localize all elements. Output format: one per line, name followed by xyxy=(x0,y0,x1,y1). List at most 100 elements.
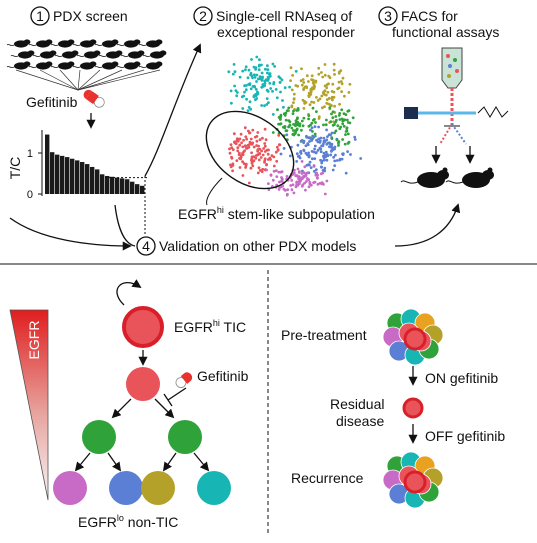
tsne-point xyxy=(302,81,306,84)
tsne-point xyxy=(338,102,341,106)
tsne-point xyxy=(325,128,328,132)
tsne-point xyxy=(232,63,236,66)
tsne-point xyxy=(256,171,260,175)
step4-group: 4 Validation on other PDX models xyxy=(136,236,356,256)
tsne-point xyxy=(314,168,318,172)
tsne-point xyxy=(307,136,310,140)
tsne-point xyxy=(310,121,314,125)
tsne-point xyxy=(257,64,261,68)
tsne-point xyxy=(301,98,305,102)
tsne-point xyxy=(237,153,241,157)
waterfall-bar xyxy=(105,175,110,194)
tsne-point xyxy=(319,147,323,151)
tsne-point xyxy=(264,67,267,71)
step3-number-circle xyxy=(378,6,398,26)
tsne-point xyxy=(321,75,325,79)
tsne-point xyxy=(333,131,336,135)
tsne-point xyxy=(333,104,336,108)
tsne-point xyxy=(267,182,270,186)
step3-title-line1: FACS for xyxy=(401,8,458,24)
tsne-scatter xyxy=(227,55,363,197)
tsne-point xyxy=(243,126,247,130)
tsne-point xyxy=(311,78,315,82)
tsne-point xyxy=(276,108,279,112)
tsne-point xyxy=(314,121,317,124)
tsne-point xyxy=(312,101,316,104)
tsne-point xyxy=(317,72,321,76)
tsne-point xyxy=(252,84,256,88)
tsne-point xyxy=(231,169,235,173)
step1-number: 1 xyxy=(36,8,44,24)
tsne-point xyxy=(305,171,309,175)
tsne-point xyxy=(241,160,245,164)
tsne-point xyxy=(243,149,247,153)
tsne-point xyxy=(290,188,294,192)
gefitinib-label-left: Gefitinib xyxy=(197,368,249,384)
tsne-point xyxy=(331,82,335,86)
green-cell-right xyxy=(168,420,202,454)
tsne-point xyxy=(301,124,305,128)
progenitor-cell xyxy=(126,367,160,401)
tsne-point xyxy=(256,90,259,94)
tsne-point xyxy=(332,90,336,94)
tsne-point xyxy=(315,171,318,175)
mouse-icon xyxy=(54,50,79,59)
tsne-point xyxy=(302,107,306,110)
tsne-point xyxy=(299,150,302,154)
waterfall-bars xyxy=(45,134,145,194)
tsne-point xyxy=(291,74,294,77)
tumor-recurrence xyxy=(382,451,444,509)
mouse-icon xyxy=(142,50,167,59)
tsne-point xyxy=(345,118,349,122)
tsne-point xyxy=(292,123,295,126)
waterfall-bar xyxy=(90,166,95,194)
tsne-point xyxy=(334,153,337,157)
tsne-point xyxy=(281,184,284,188)
tsne-point xyxy=(258,75,262,78)
tsne-point xyxy=(340,117,344,121)
mouse-icon xyxy=(116,61,141,70)
tsne-point xyxy=(243,90,246,94)
tsne-point xyxy=(252,145,256,149)
tsne-point xyxy=(279,152,283,156)
tsne-point xyxy=(253,73,256,77)
tsne-point xyxy=(265,71,269,75)
mouse-icon xyxy=(138,39,163,48)
waterfall-bar xyxy=(85,164,90,194)
tsne-point xyxy=(289,79,292,82)
mouse-icon-right xyxy=(445,167,494,188)
tsne-point xyxy=(307,124,311,128)
tsne-point xyxy=(308,163,311,167)
residual-label-line2: disease xyxy=(336,413,384,429)
tsne-point xyxy=(318,141,322,144)
tsne-point xyxy=(337,71,341,75)
tsne-point xyxy=(271,178,275,182)
waterfall-bar xyxy=(45,134,50,194)
self-renewal-arrow xyxy=(116,279,142,306)
recurrence-label: Recurrence xyxy=(291,470,364,486)
tsne-point xyxy=(338,118,342,121)
tsne-point xyxy=(291,183,295,187)
tsne-point xyxy=(261,136,264,140)
tsne-point xyxy=(327,82,330,86)
tsne-point xyxy=(343,142,347,146)
tsne-point xyxy=(255,55,259,59)
mouse-icon xyxy=(28,39,53,48)
tsne-point xyxy=(291,112,295,115)
tsne-point xyxy=(249,73,253,77)
tsne-point xyxy=(271,113,275,116)
tsne-point xyxy=(322,168,326,172)
tsne-point xyxy=(260,71,264,75)
tsne-point xyxy=(255,153,259,157)
tsne-point xyxy=(309,89,313,92)
tsne-point xyxy=(320,182,324,186)
tsne-point xyxy=(242,162,246,166)
step4-title: Validation on other PDX models xyxy=(159,238,356,254)
on-gefitinib-label: ON gefitinib xyxy=(425,370,498,386)
tsne-point xyxy=(286,188,290,192)
tsne-point xyxy=(263,144,267,148)
arrow-to-validation-from-tsne xyxy=(114,204,136,247)
tsne-point xyxy=(329,153,333,157)
tsne-point xyxy=(257,158,261,162)
tsne-point xyxy=(325,179,329,183)
